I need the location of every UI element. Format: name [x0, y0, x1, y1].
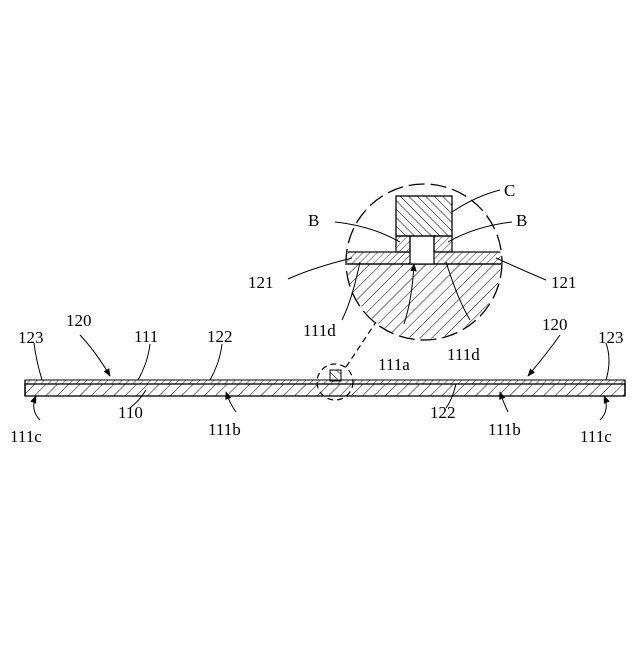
label-111b-left: 111b	[208, 420, 241, 439]
label-111c-left: 111c	[10, 427, 42, 446]
layer-120-strip	[25, 380, 625, 384]
label-c: C	[504, 181, 515, 200]
label-b-right: B	[516, 211, 527, 230]
label-123-right: 123	[598, 328, 624, 347]
label-110: 110	[118, 403, 143, 422]
label-121-right: 121	[551, 273, 577, 292]
label-b-left: B	[308, 211, 319, 230]
bond-b-left	[396, 236, 410, 252]
label-123-left: 123	[18, 328, 44, 347]
detail-connector	[346, 322, 376, 367]
label-111: 111	[134, 327, 158, 346]
label-120-right: 120	[542, 315, 568, 334]
small-boss	[330, 370, 341, 381]
label-111d-right: 111d	[447, 345, 480, 364]
label-111a: 111a	[378, 355, 410, 374]
label-111c-right: 111c	[580, 427, 612, 446]
opening-111a	[410, 236, 434, 264]
label-111d-left: 111d	[303, 321, 336, 340]
label-111b-right: 111b	[488, 420, 521, 439]
label-122-bottom: 122	[430, 403, 456, 422]
label-121-left: 121	[248, 273, 274, 292]
label-122-top: 122	[207, 327, 233, 346]
component-c	[396, 196, 452, 236]
label-120-left: 120	[66, 311, 92, 330]
bond-b-right	[434, 236, 452, 252]
substrate-110	[25, 384, 625, 396]
